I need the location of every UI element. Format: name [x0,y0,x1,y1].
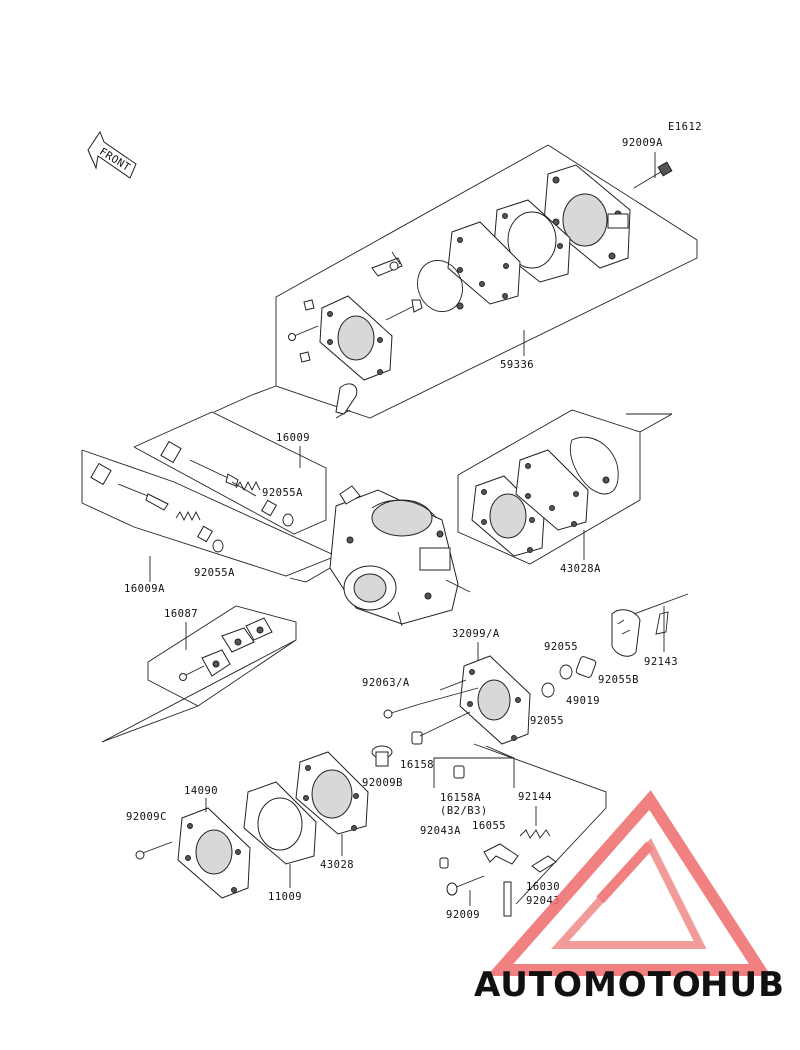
spring-16009A [175,510,201,522]
label-92055-top: 92055 [544,641,578,653]
screw-box-16009A-outline [81,449,338,577]
watermark-text-1: AUTOMOTO [474,965,702,1005]
label-16030: 16030 [526,881,560,893]
label-49019: 49019 [566,695,600,707]
spring-92144 [519,829,551,839]
o-ring-92055A-top [282,513,294,527]
label-16158A: 16158A [440,792,481,804]
label-92009A: 92009A [622,137,663,149]
o-ring-92055-bottom [541,682,555,698]
pump-body-part [319,295,423,381]
washer-16009A [196,525,214,543]
jet-16158A [453,765,465,779]
label-32099: 32099/A [452,628,500,640]
label-92009C: 92009C [126,811,167,823]
front-arrow-icon: FRONT [87,130,137,179]
carburetor-body-part [329,485,471,627]
watermark-text-2: HUB [700,965,785,1005]
label-16009A: 16009A [124,583,165,595]
label-92043A: 92043A [420,825,461,837]
pin-92043 [503,881,512,917]
label-43028: 43028 [320,859,354,871]
pin-92043A [439,857,449,869]
label-16009: 16009 [276,432,310,444]
pump-clip-part [371,251,403,277]
bracket-16087 [179,617,273,681]
gasket-43028A [471,475,545,557]
o-ring-92055-top [559,664,573,680]
screw-box-16009-outline [133,411,327,535]
pump-valve-part [335,383,358,419]
gasket-11009 [243,781,317,865]
o-ring-92055A-bottom [212,539,224,553]
label-16158: 16158 [400,759,434,771]
label-16055: 16055 [472,820,506,832]
label-92055A-top: 92055A [262,487,303,499]
label-14090: 14090 [184,785,218,797]
label-16158A-sub: (B2/B3) [440,805,488,817]
jet-16158 [411,711,471,745]
label-43028A: 43028A [560,563,601,575]
pump-screw-part [288,299,319,363]
cap-49019 [575,656,597,678]
label-92143: 92143 [644,656,678,668]
lever-16055 [483,843,519,865]
cover-14090 [177,807,251,899]
label-16087: 16087 [164,608,198,620]
label-59336: 59336 [500,359,534,371]
label-92063: 92063/A [362,677,410,689]
needle-16030 [531,855,557,873]
screw-92063 [383,703,421,719]
spring-16009 [235,480,261,492]
diaphragm-box-43028A-outline [457,409,673,565]
plate-43028A [515,449,589,531]
diagram-code: E1612 [668,121,702,133]
watermark-logo [486,790,772,976]
bolt-92009A [633,161,673,189]
label-92009B: 92009B [362,777,403,789]
pump-o-ring-part [417,259,464,313]
screw-92009 [446,875,485,896]
diaphragm-43028 [295,751,369,835]
label-92055A-bottom: 92055A [194,567,235,579]
screw-92009C [135,841,173,860]
label-92055B: 92055B [598,674,639,686]
carb-cover-32099 [439,655,531,745]
label-92055-bottom: 92055 [530,715,564,727]
label-92009: 92009 [446,909,480,921]
washer-16009 [260,499,278,517]
clip-92143 [655,611,669,635]
pump-gasket-part [447,221,521,305]
cover-92055B [611,609,641,657]
label-92144: 92144 [518,791,552,803]
pump-cover-part [543,164,631,269]
label-11009: 11009 [268,891,302,903]
pump-diaphragm-part [493,199,571,283]
plug-92009B [371,745,393,767]
pump-assembly-outline [213,144,698,419]
mixture-screw-16009A [90,462,169,511]
diaphragm-43028A [570,436,619,495]
